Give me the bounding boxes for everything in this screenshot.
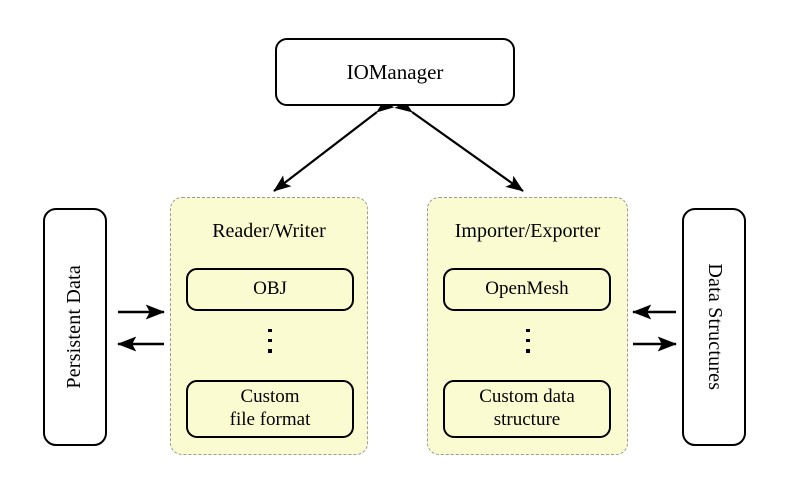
panel-importer-exporter-title: Importer/Exporter — [454, 220, 601, 242]
item-custom-file-format[interactable]: Custom file format — [186, 380, 354, 438]
item-custom-data-structure-line2: structure — [493, 409, 561, 430]
arrow-iomanager-to-reader-writer — [273, 96, 395, 192]
item-custom-file-format-label: Custom file format — [230, 386, 311, 432]
node-data-structures-label: Data Structures — [703, 263, 726, 391]
panel-reader-writer-title: Reader/Writer — [212, 220, 326, 242]
item-custom-file-format-line2: file format — [229, 409, 311, 430]
item-custom-data-structure-label: Custom data structure — [479, 386, 575, 432]
vertical-ellipsis-icon — [523, 329, 533, 353]
node-persistent-data[interactable]: Persistent Data — [43, 208, 107, 446]
panel-reader-writer: Reader/Writer OBJ Custom file format — [170, 197, 368, 455]
panel-importer-exporter: Importer/Exporter OpenMesh Custom data s… — [427, 197, 628, 455]
item-obj[interactable]: OBJ — [186, 268, 354, 311]
item-openmesh[interactable]: OpenMesh — [443, 268, 611, 311]
node-data-structures[interactable]: Data Structures — [682, 208, 746, 446]
node-iomanager-label: IOManager — [346, 59, 444, 84]
node-persistent-data-label: Persistent Data — [63, 265, 86, 389]
vertical-ellipsis-icon — [265, 329, 275, 353]
item-custom-data-structure-line1: Custom data — [479, 386, 575, 408]
item-custom-file-format-line1: Custom — [240, 386, 300, 408]
node-iomanager[interactable]: IOManager — [275, 38, 515, 106]
item-custom-data-structure[interactable]: Custom data structure — [443, 380, 611, 438]
item-openmesh-label: OpenMesh — [485, 278, 569, 300]
arrow-iomanager-to-importer-exporter — [394, 96, 524, 192]
item-obj-label: OBJ — [253, 278, 287, 300]
